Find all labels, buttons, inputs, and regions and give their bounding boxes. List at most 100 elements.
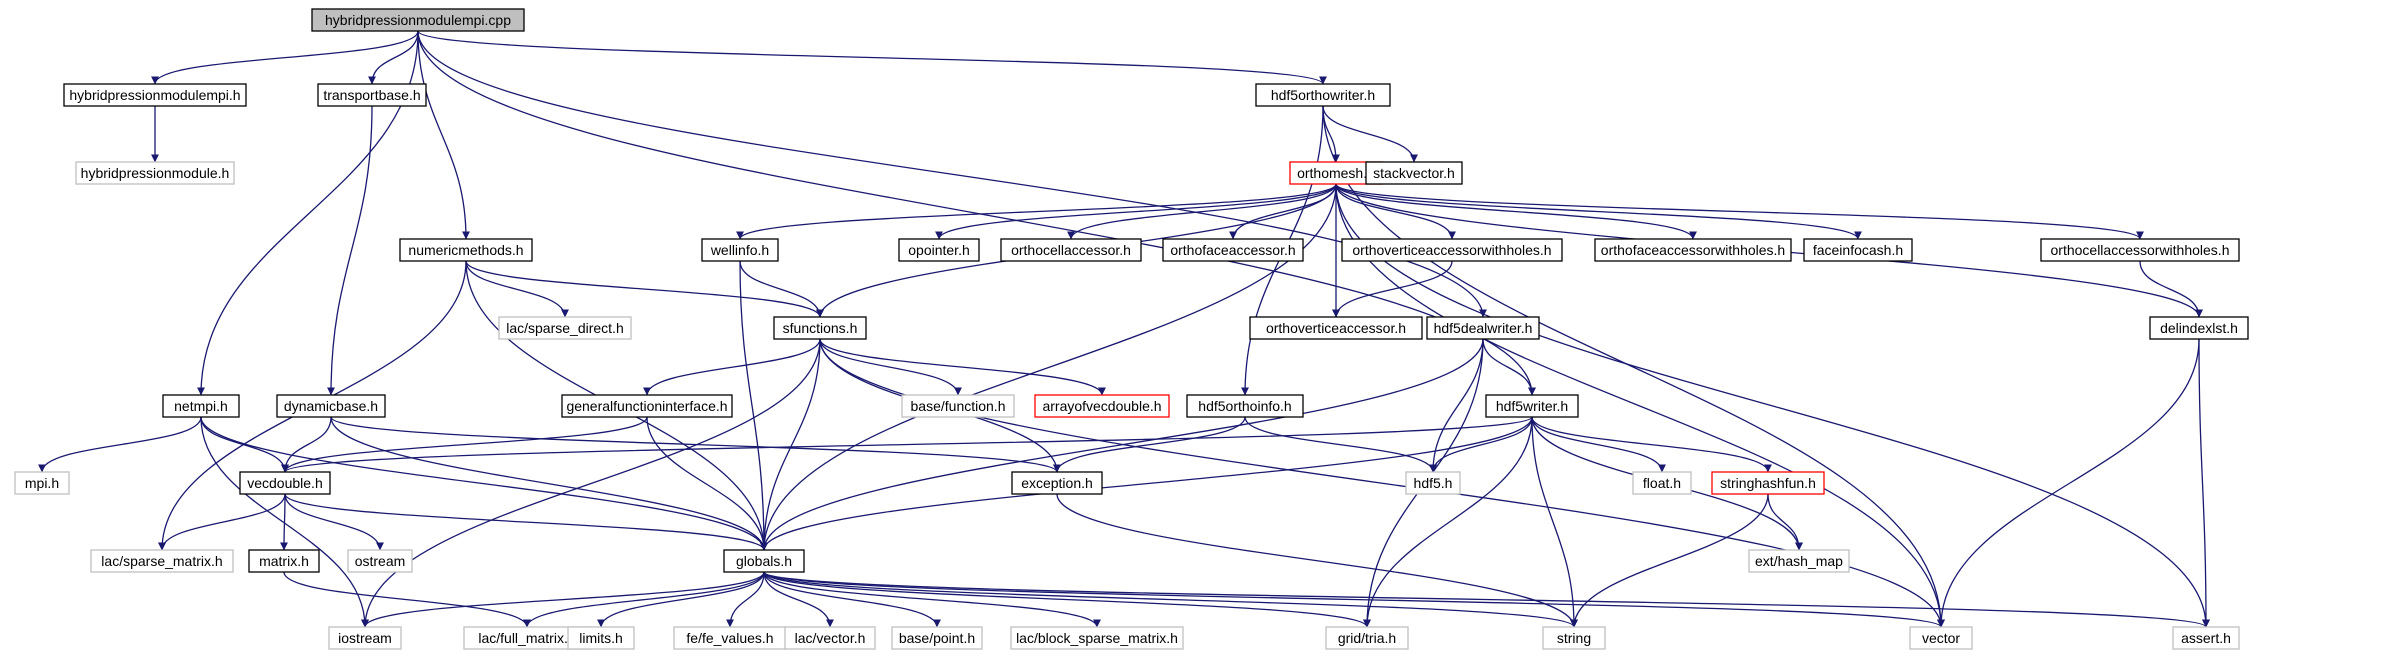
- edge-layer: [38, 30, 2210, 628]
- node-box: [723, 549, 805, 573]
- node-generalfunctioninterface-h[interactable]: generalfunctioninterface.h: [561, 394, 733, 418]
- node-orthomesh-h[interactable]: orthomesh.h: [1289, 161, 1383, 185]
- node-box: [328, 626, 402, 650]
- node-label: globals.h: [736, 553, 792, 569]
- node-stringhashfun-h[interactable]: stringhashfun.h: [1711, 471, 1825, 495]
- node-label: float.h: [1643, 475, 1681, 491]
- edge-globals-to-iostream: [361, 571, 765, 628]
- node-netmpi-h[interactable]: netmpi.h: [162, 394, 240, 418]
- node-stackvector-h[interactable]: stackvector.h: [1365, 161, 1463, 185]
- edge-dynamicbase-to-vecdouble: [281, 416, 332, 473]
- node-box: [14, 471, 70, 495]
- node-globals-h[interactable]: globals.h: [723, 549, 805, 573]
- edge-wellinfo-to-globals: [739, 260, 768, 551]
- edge-vecdouble-to-ostream: [284, 493, 384, 551]
- edge-hdf5ortho-to-stackvector: [1322, 105, 1418, 163]
- node-box: [1249, 316, 1423, 340]
- node-faceinfocash-h[interactable]: faceinfocash.h: [1803, 238, 1913, 262]
- edge-orthomesh-to-orthofaceacc: [1229, 183, 1337, 240]
- edge-sfunctions-to-basefunction: [819, 338, 962, 396]
- node-hybridpressionmodulempi-h[interactable]: hybridpressionmodulempi.h: [63, 83, 247, 107]
- edge-stringhashfun-to-string: [1570, 493, 1769, 628]
- node-orthoverticeaccessorwithholes-h[interactable]: orthoverticeaccessorwithholes.h: [1341, 238, 1563, 262]
- node-base-point-h: base/point.h: [891, 626, 983, 650]
- edge-globals-to-gridtria: [763, 571, 1371, 628]
- node-label: grid/tria.h: [1338, 630, 1396, 646]
- node-dynamicbase-h[interactable]: dynamicbase.h: [276, 394, 386, 418]
- node-box: [399, 238, 533, 262]
- node-lac-vector-h: lac/vector.h: [784, 626, 876, 650]
- node-label: dynamicbase.h: [284, 398, 378, 414]
- node-box: [2172, 626, 2240, 650]
- node-string: string: [1542, 626, 1606, 650]
- edge-sfunctions-to-genfuncif: [643, 338, 821, 396]
- node-box: [1034, 394, 1170, 418]
- node-box: [1186, 394, 1304, 418]
- node-label: lac/full_matrix.h: [478, 630, 575, 646]
- node-transportbase-h[interactable]: transportbase.h: [317, 83, 427, 107]
- edge-vecdouble-to-lacsparsematrix: [158, 493, 286, 551]
- node-lac-sparse-direct-h: lac/sparse_direct.h: [498, 316, 632, 340]
- node-orthofaceaccessorwithholes-h[interactable]: orthofaceaccessorwithholes.h: [1594, 238, 1792, 262]
- node-opointer-h[interactable]: opointer.h: [898, 238, 980, 262]
- node-label: faceinfocash.h: [1813, 242, 1903, 258]
- node-label: hybridpressionmodulempi.h: [69, 87, 240, 103]
- edge-globals-to-string: [763, 571, 1578, 628]
- node-box: [1594, 238, 1792, 262]
- node-label: fe/fe_values.h: [686, 630, 773, 646]
- edge-globals-to-fevalues: [726, 571, 765, 628]
- node-label: hdf5writer.h: [1496, 398, 1568, 414]
- edge-dynamicbase-to-exception: [330, 416, 1061, 473]
- node-arrayofvecdouble-h[interactable]: arrayofvecdouble.h: [1034, 394, 1170, 418]
- node-delindexlst-h[interactable]: delindexlst.h: [2149, 316, 2249, 340]
- node-hdf5dealwriter-h[interactable]: hdf5dealwriter.h: [1426, 316, 1540, 340]
- node-label: lac/block_sparse_matrix.h: [1016, 630, 1178, 646]
- edge-hdf5writer-to-string: [1531, 416, 1578, 628]
- node-box: [1341, 238, 1563, 262]
- node-label: transportbase.h: [323, 87, 420, 103]
- node-hdf5orthowriter-h[interactable]: hdf5orthowriter.h: [1255, 83, 1391, 107]
- node-vecdouble-h[interactable]: vecdouble.h: [239, 471, 331, 495]
- node-orthocellaccessorwithholes-h[interactable]: orthocellaccessorwithholes.h: [2040, 238, 2240, 262]
- edge-sfunctions-to-arrayofvec: [819, 338, 1106, 396]
- node-box: [1255, 83, 1391, 107]
- node-lac-sparse-matrix-h: lac/sparse_matrix.h: [90, 549, 234, 573]
- edge-sfunctions-to-vector: [819, 338, 1945, 628]
- edge-orthomesh-to-faceinfocash: [1335, 183, 1862, 240]
- edge-hdf5writer-to-hdf5: [1429, 416, 1533, 473]
- node-label: base/point.h: [899, 630, 975, 646]
- node-hdf5writer-h[interactable]: hdf5writer.h: [1485, 394, 1579, 418]
- node-label: limits.h: [579, 630, 623, 646]
- edge-globals-to-vector: [763, 571, 1945, 628]
- node-matrix-h[interactable]: matrix.h: [248, 549, 320, 573]
- node-limits-h: limits.h: [567, 626, 635, 650]
- node-ext-hash-map: ext/hash_map: [1748, 549, 1850, 573]
- edge-globals-to-limits: [597, 571, 765, 628]
- edge-orthovertwh-to-orthovertacc: [1332, 260, 1453, 318]
- edge-wellinfo-to-sfunctions: [739, 260, 824, 318]
- node-label: arrayofvecdouble.h: [1042, 398, 1161, 414]
- node-hybridpressionmodulempi-cpp[interactable]: hybridpressionmodulempi.cpp: [311, 8, 525, 32]
- node-label: vector: [1922, 630, 1960, 646]
- edge-delindexlst-to-vector: [1937, 338, 2200, 628]
- node-exception-h[interactable]: exception.h: [1011, 471, 1103, 495]
- node-box: [898, 238, 980, 262]
- node-box: [1000, 238, 1142, 262]
- node-orthoverticeaccessor-h[interactable]: orthoverticeaccessor.h: [1249, 316, 1423, 340]
- edge-orthomesh-to-vector: [1335, 183, 1945, 628]
- node-label: stackvector.h: [1373, 165, 1455, 181]
- node-wellinfo-h[interactable]: wellinfo.h: [701, 238, 779, 262]
- node-orthocellaccessor-h[interactable]: orthocellaccessor.h: [1000, 238, 1142, 262]
- node-label: ext/hash_map: [1755, 553, 1843, 569]
- node-label: iostream: [338, 630, 392, 646]
- node-box: [63, 83, 247, 107]
- node-box: [891, 626, 983, 650]
- node-box: [1162, 238, 1304, 262]
- node-label: netmpi.h: [174, 398, 228, 414]
- node-sfunctions-h[interactable]: sfunctions.h: [773, 316, 867, 340]
- node-orthofaceaccessor-h[interactable]: orthofaceaccessor.h: [1162, 238, 1304, 262]
- edge-numericmethods-to-lacsparsedirect: [465, 260, 569, 318]
- node-label: matrix.h: [259, 553, 309, 569]
- node-hdf5orthoinfo-h[interactable]: hdf5orthoinfo.h: [1186, 394, 1304, 418]
- node-numericmethods-h[interactable]: numericmethods.h: [399, 238, 533, 262]
